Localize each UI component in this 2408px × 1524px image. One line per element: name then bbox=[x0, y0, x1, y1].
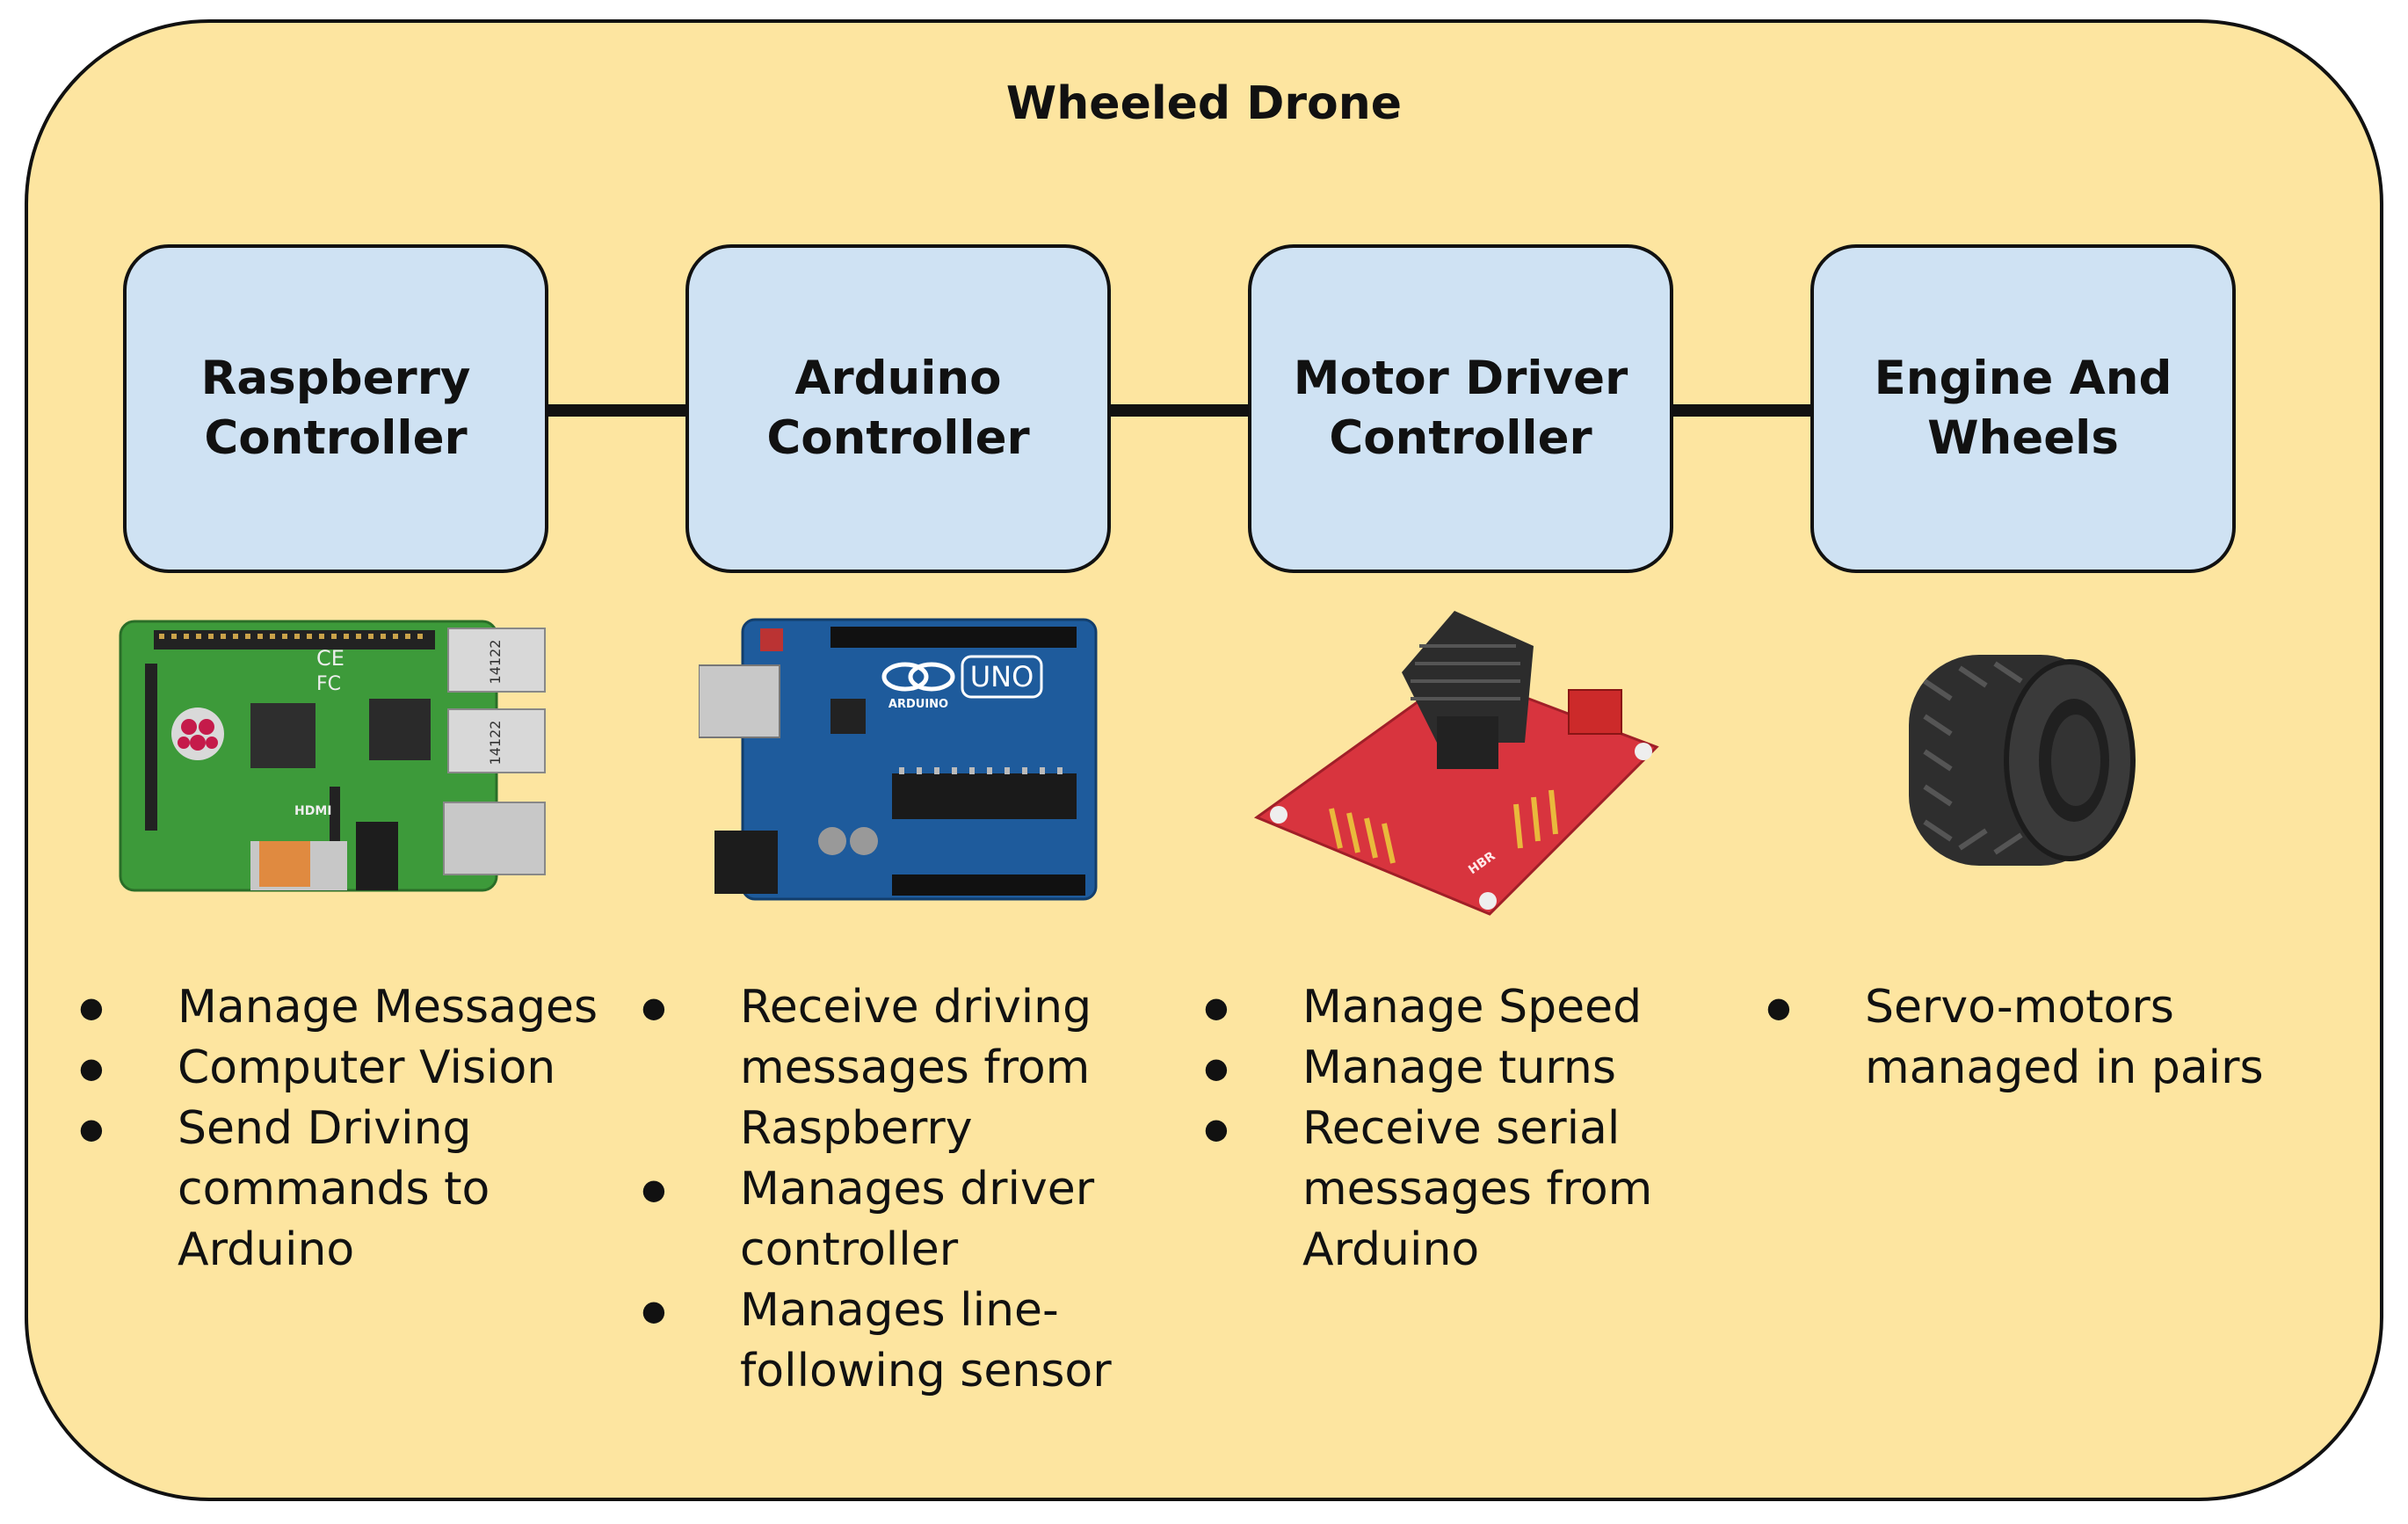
connector-raspberry-arduino bbox=[547, 404, 687, 417]
bullet-item: Manage turns bbox=[1204, 1038, 1759, 1099]
usb-port-label-1: 14122 bbox=[487, 640, 504, 685]
ce-mark: CE bbox=[316, 646, 345, 671]
motor-driver-controller-label: Motor Driver Controller bbox=[1293, 352, 1628, 465]
bullet-item: Manage Messages bbox=[79, 977, 635, 1038]
connector-motor-driver-wheels bbox=[1673, 404, 1814, 417]
bullet-item: Manages driver controller bbox=[642, 1159, 1197, 1281]
connector-arduino-motor-driver bbox=[1109, 404, 1251, 417]
raspberry-controller-box: Raspberry Controller bbox=[123, 244, 548, 573]
wheel-image bbox=[1909, 655, 2136, 866]
arduino-controller-bullets: Receive driving messages from Raspberry … bbox=[642, 977, 1197, 1402]
engine-and-wheels-label: Engine And Wheels bbox=[1874, 352, 2172, 465]
fc-mark: FC bbox=[316, 673, 341, 695]
bullet-item: Computer Vision bbox=[79, 1038, 635, 1099]
bullet-item: Receive serial messages from Arduino bbox=[1204, 1099, 1759, 1281]
arduino-controller-label: Arduino Controller bbox=[766, 352, 1030, 465]
hdmi-label: HDMI bbox=[294, 804, 331, 818]
raspberry-pi-board-image: 14122 14122 HDMI CE FC bbox=[119, 620, 546, 892]
usb-port-label-2: 14122 bbox=[487, 721, 504, 766]
bullet-item: Servo-motors managed in pairs bbox=[1766, 977, 2322, 1099]
motor-driver-board-image: HBR bbox=[1253, 611, 1659, 916]
arduino-board-label: ARDUINO bbox=[888, 698, 948, 711]
motor-driver-controller-bullets: Manage Speed Manage turns Receive serial… bbox=[1204, 977, 1759, 1281]
uno-label: UNO bbox=[970, 660, 1034, 693]
engine-and-wheels-box: Engine And Wheels bbox=[1810, 244, 2236, 573]
bullet-item: Send Driving commands to Arduino bbox=[79, 1099, 635, 1281]
arduino-controller-box: Arduino Controller bbox=[685, 244, 1111, 573]
engine-and-wheels-bullets: Servo-motors managed in pairs bbox=[1766, 977, 2322, 1099]
raspberry-controller-bullets: Manage Messages Computer Vision Send Dri… bbox=[79, 977, 635, 1281]
bullet-item: Receive driving messages from Raspberry bbox=[642, 977, 1197, 1159]
arduino-uno-board-image: UNO ARDUINO bbox=[699, 618, 1098, 901]
motor-driver-controller-box: Motor Driver Controller bbox=[1248, 244, 1673, 573]
diagram-title: Wheeled Drone bbox=[1005, 77, 1403, 130]
raspberry-controller-label: Raspberry Controller bbox=[200, 352, 471, 465]
bullet-item: Manages line-following sensor bbox=[642, 1281, 1197, 1402]
bullet-item: Manage Speed bbox=[1204, 977, 1759, 1038]
